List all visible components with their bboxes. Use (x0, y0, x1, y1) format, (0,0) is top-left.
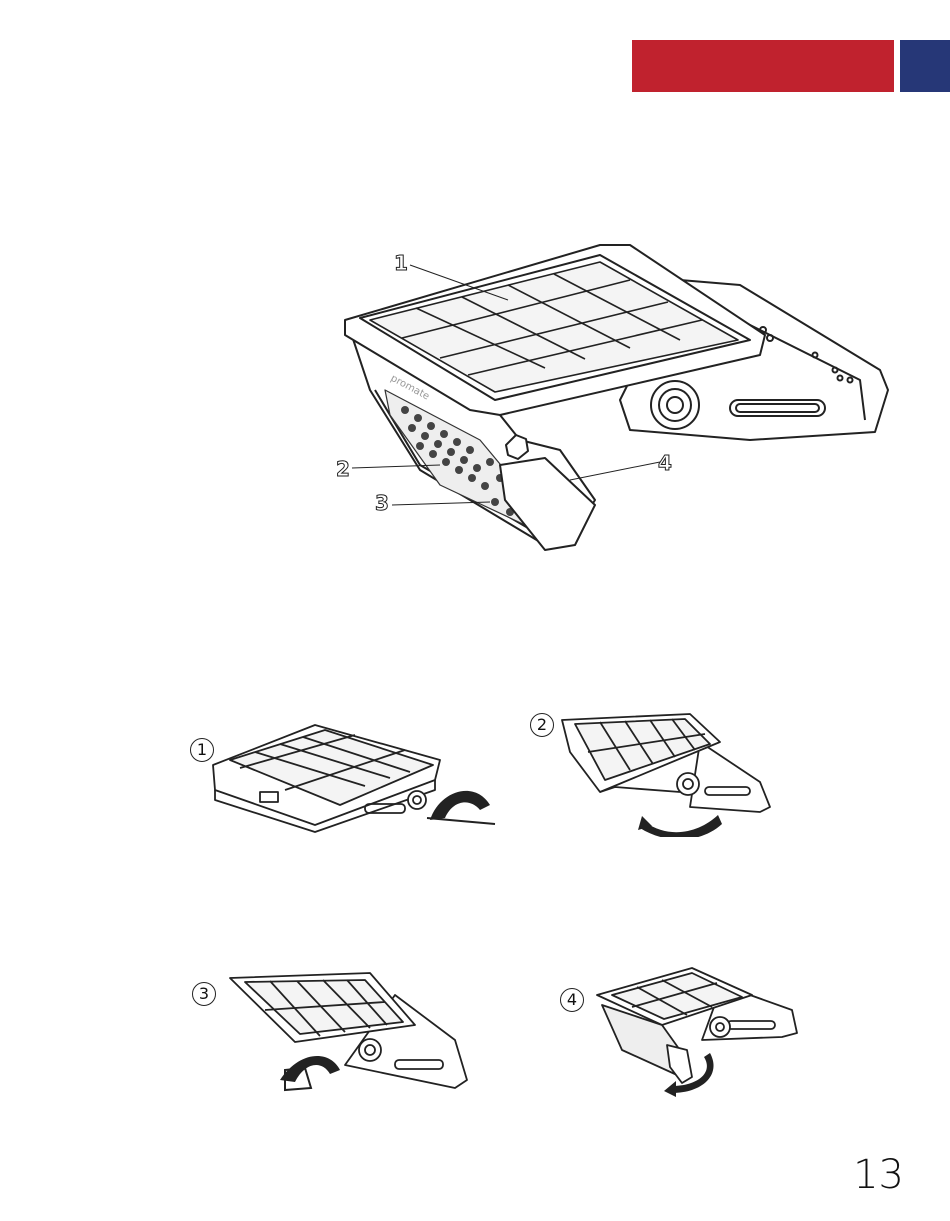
solar-light-main-illustration: promate (330, 240, 900, 570)
callout-2: 2 (336, 459, 350, 479)
step-3-illustration (225, 970, 470, 1095)
step-3-number: 3 (192, 982, 216, 1006)
callout-4: 4 (658, 453, 672, 473)
step-4-number: 4 (560, 988, 584, 1012)
page-number: 13 (853, 1152, 904, 1198)
step-2-number: 2 (530, 713, 554, 737)
callout-3: 3 (375, 493, 389, 513)
step-2-illustration (560, 712, 775, 837)
header-red-band (632, 40, 894, 92)
callout-1: 1 (394, 253, 408, 273)
step-1-illustration (205, 720, 505, 835)
step-4-illustration (592, 965, 802, 1100)
header-blue-band (900, 40, 950, 92)
